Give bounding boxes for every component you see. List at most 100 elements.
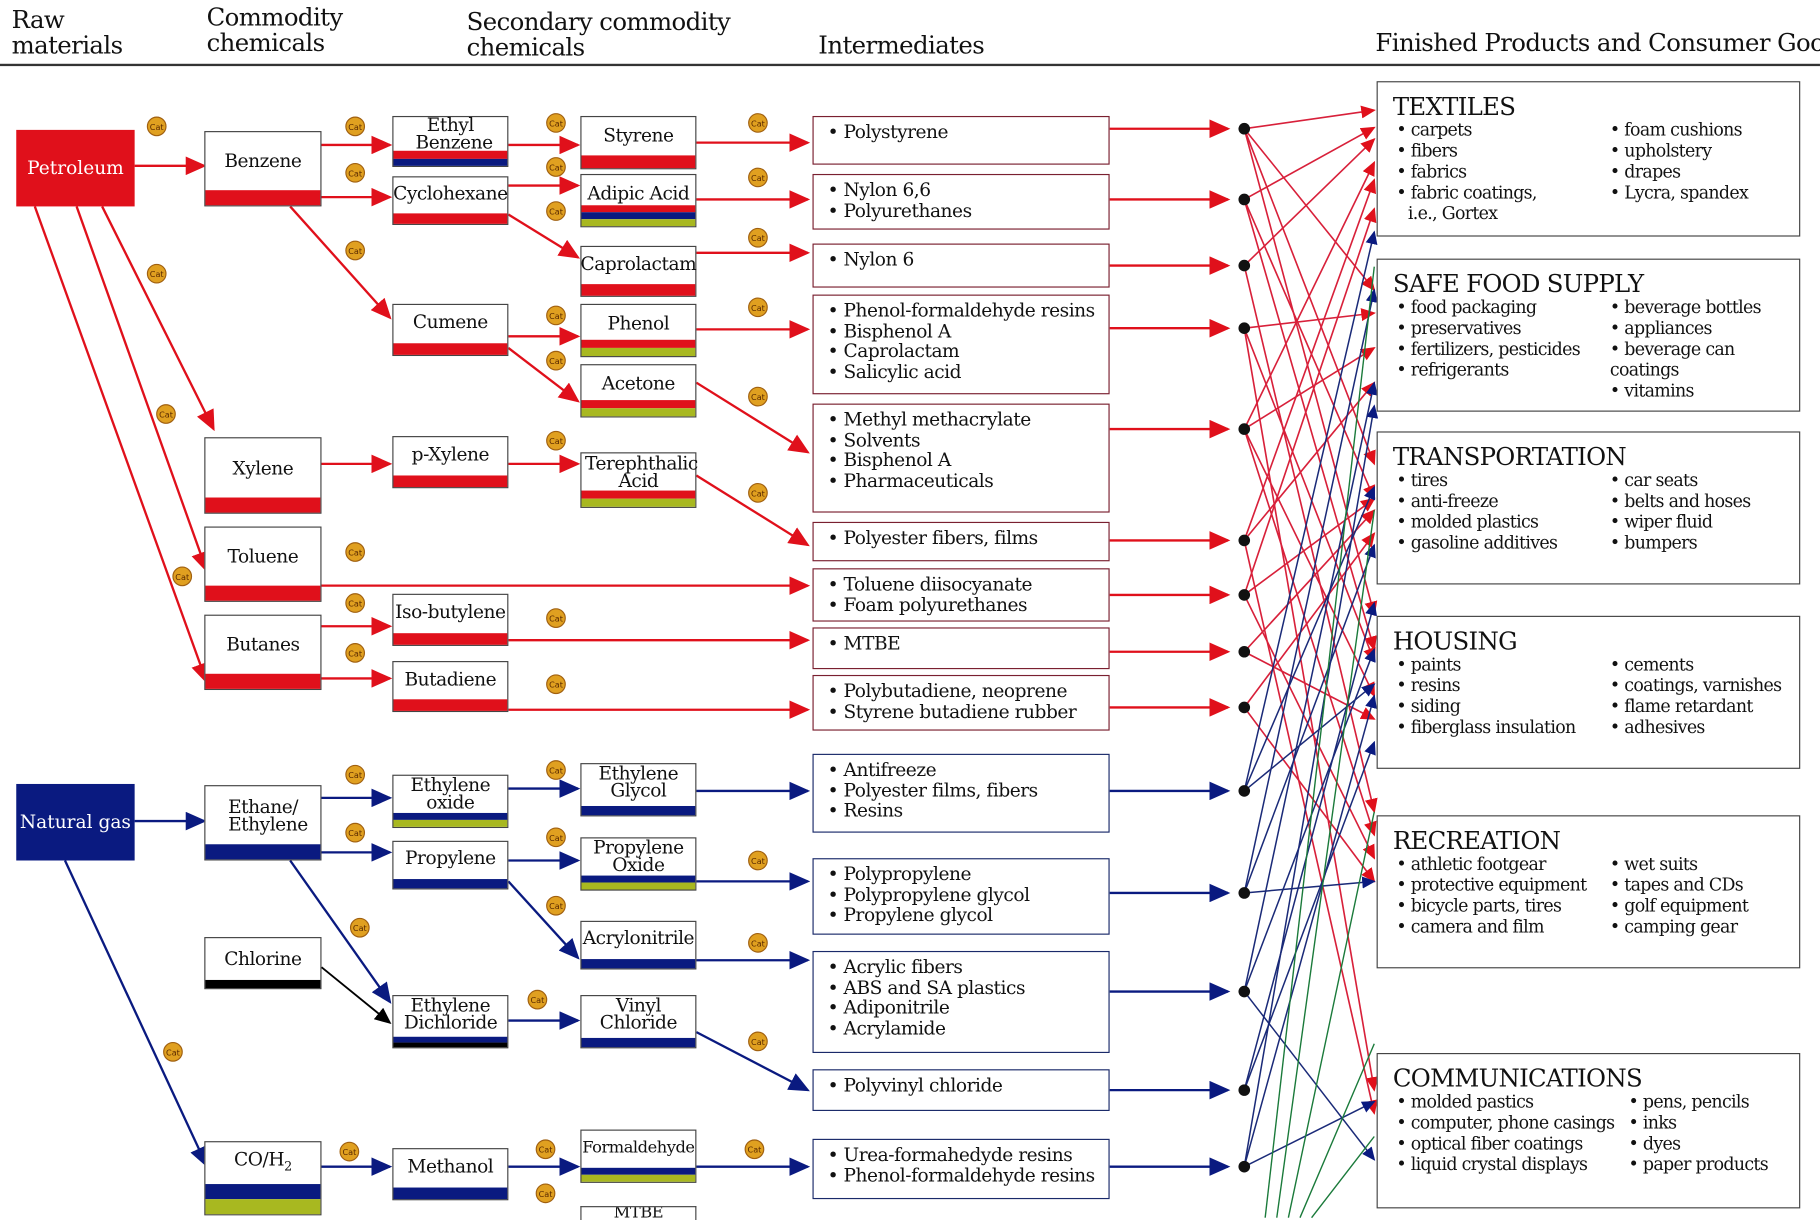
intermediate-box: Toluene diisocyanateFoam polyurethanes — [812, 568, 1110, 622]
tertiary-ethylene-glycol: Ethylene Glycol — [580, 763, 697, 817]
catalyst-label: Cat — [348, 122, 362, 132]
catalyst-icon: Cat — [546, 113, 566, 133]
product-item: flame retardant — [1610, 696, 1781, 717]
product-item: appliances — [1610, 318, 1799, 339]
catalyst-icon: Cat — [748, 483, 768, 503]
header-divider — [0, 63, 1820, 67]
product-item: upholstery — [1610, 140, 1748, 161]
product-title: HOUSING — [1392, 627, 1518, 656]
product-item: fabrics — [1396, 161, 1536, 182]
catalyst-icon: Cat — [546, 674, 566, 695]
commodity-co-h2: CO/H2 — [204, 1141, 322, 1216]
catalyst-label: Cat — [530, 995, 544, 1005]
intermediate-item: ABS and SA plastics — [828, 977, 1109, 997]
label: Ethylene Dichloride — [403, 993, 498, 1034]
product-item: bumpers — [1610, 532, 1751, 553]
product-category-transportation: TRANSPORTATIONtiresanti-freezemolded pla… — [1376, 431, 1801, 585]
tertiary-caprolactam: Caprolactam — [580, 245, 697, 297]
product-item: golf equipment — [1610, 895, 1749, 916]
tertiary-mtbe: MTBE — [580, 1206, 697, 1220]
catalyst-label: Cat — [348, 648, 362, 658]
intermediate-box: Polyester fibers, films — [812, 521, 1110, 562]
product-item: computer, phone casings — [1396, 1112, 1615, 1133]
catalyst-label: Cat — [751, 856, 765, 866]
label: Benzene — [224, 149, 302, 172]
intermediate-item: Polyester fibers, films — [828, 528, 1109, 548]
intermediate-item: Bisphenol A — [828, 450, 1109, 470]
label: Propylene — [405, 846, 496, 869]
label: Cumene — [412, 310, 488, 333]
catalyst-label: Cat — [353, 923, 367, 933]
catalyst-icon: Cat — [172, 566, 193, 587]
product-item: paper products — [1628, 1154, 1769, 1175]
catalyst-icon: Cat — [527, 989, 548, 1010]
product-item: beverage can coatings — [1610, 339, 1799, 381]
product-list-left: carpetsfibersfabricsfabric coatings,i.e.… — [1396, 119, 1538, 223]
intermediate-item: Solvents — [828, 430, 1109, 450]
intermediate-box: Nylon 6 — [812, 243, 1110, 288]
product-title: TRANSPORTATION — [1392, 443, 1627, 471]
product-item: molded pastics — [1396, 1091, 1614, 1112]
catalyst-label: Cat — [549, 614, 563, 624]
catalyst-icon: Cat — [345, 542, 366, 562]
catalyst-label: Cat — [159, 409, 173, 419]
intermediate-item: Bisphenol A — [828, 321, 1109, 341]
product-item: molded plastics — [1396, 511, 1557, 532]
label: Ethylene oxide — [410, 773, 491, 813]
co-h2-subscript: 2 — [284, 1159, 292, 1175]
label: Terephthalic Acid — [584, 452, 698, 492]
secondary-ethylene-dichloride: Ethylene Dichloride — [392, 993, 509, 1049]
catalyst-label: Cat — [150, 122, 164, 132]
product-category-communications: COMMUNICATIONSmolded pasticscomputer, ph… — [1376, 1053, 1801, 1209]
label: Phenol — [607, 311, 670, 334]
catalyst-label: Cat — [549, 680, 563, 690]
product-list-right: pens, pencilsinksdyespaper products — [1628, 1091, 1769, 1175]
intermediate-box: Polybutadiene, neopreneStyrene butadiene… — [812, 674, 1110, 731]
catalyst-label: Cat — [348, 547, 362, 557]
secondary-ethylbenzene: Ethyl Benzene — [392, 115, 509, 167]
product-title: RECREATION — [1392, 826, 1561, 855]
product-item: belts and hoses — [1610, 491, 1751, 512]
tertiary-formaldehyde: Formaldehyde — [580, 1129, 697, 1183]
catalyst-label: Cat — [539, 1145, 553, 1155]
tertiary-propylene-oxide: Propylene Oxide — [580, 837, 697, 891]
intermediate-item: Propylene glycol — [828, 905, 1109, 925]
product-item: carpets — [1396, 119, 1536, 140]
commodity-ethane-ethylene: Ethane/ Ethylene — [204, 785, 322, 861]
product-item: paints — [1396, 654, 1575, 675]
catalyst-icon: Cat — [535, 1139, 556, 1160]
catalyst-icon: Cat — [748, 932, 768, 953]
intermediate-box: Urea-formahedyde resinsPhenol-formaldehy… — [812, 1138, 1110, 1200]
label: Butanes — [226, 633, 300, 656]
catalyst-icon: Cat — [163, 1041, 183, 1062]
label: Styrene — [603, 123, 674, 146]
intermediate-box: Methyl methacrylateSolventsBisphenol APh… — [812, 403, 1110, 513]
label: Caprolactam — [580, 252, 697, 275]
intermediate-item: Urea-formahedyde resins — [828, 1145, 1109, 1165]
product-item: tapes and CDs — [1610, 874, 1748, 895]
intermediate-item: Methyl methacrylate — [828, 409, 1109, 429]
catalyst-icon: Cat — [748, 113, 768, 133]
intermediate-item: Adiponitrile — [828, 997, 1109, 1017]
catalyst-label: Cat — [348, 168, 362, 178]
intermediate-item: Acrylamide — [828, 1018, 1109, 1038]
intermediate-item: Foam polyurethanes — [828, 594, 1109, 614]
label: Butadiene — [404, 667, 497, 690]
intermediate-item: Antifreeze — [828, 760, 1109, 780]
label: Acetone — [601, 371, 676, 394]
product-item: beverage bottles — [1610, 297, 1799, 318]
product-item: fibers — [1396, 140, 1536, 161]
product-item: liquid crystal displays — [1396, 1154, 1614, 1175]
product-item: drapes — [1610, 161, 1748, 182]
product-item: vitamins — [1610, 380, 1799, 401]
catalyst-icon: Cat — [345, 643, 366, 663]
label: Adipic Acid — [587, 181, 690, 204]
catalyst-label: Cat — [549, 311, 563, 321]
catalyst-icon: Cat — [748, 227, 768, 248]
header-raw-materials: Raw materials — [11, 5, 124, 60]
intermediate-item: Polypropylene glycol — [828, 884, 1109, 904]
intermediate-item: Polystyrene — [828, 122, 1109, 142]
intermediate-item: Nylon 6 — [828, 249, 1109, 269]
intermediate-box: Phenol-formaldehyde resinsBisphenol ACap… — [812, 294, 1110, 395]
